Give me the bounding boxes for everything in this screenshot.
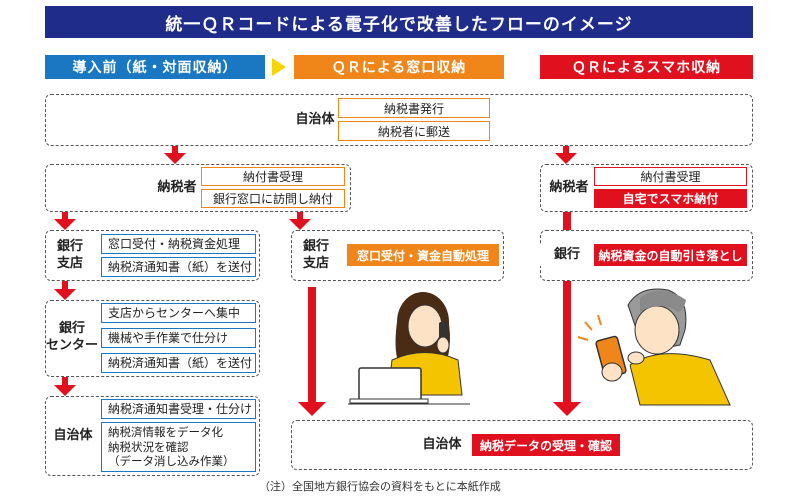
man-smartphone-illustration — [577, 288, 731, 406]
arrow-down-icon — [54, 289, 76, 300]
step-send-paper-notice: 納税済通知書（紙）を送付 — [101, 257, 256, 277]
step-pay-by-smartphone: 自宅でスマホ納付 — [594, 189, 747, 208]
step-receive-confirm-data: 納税データの受理・確認 — [472, 434, 620, 456]
step-issue-tax-form: 納税書発行 — [338, 98, 490, 118]
bank-center-label: 銀行 センター — [45, 321, 98, 353]
header-arrow-icon — [272, 58, 286, 76]
arrow-down-icon — [54, 219, 76, 230]
woman-laptop-illustration — [348, 292, 470, 405]
step-visit-bank-counter: 銀行窓口に訪問し納付 — [201, 189, 345, 208]
municipality-bottom-label: 自治体 — [422, 436, 462, 452]
step-receive-sort-notices: 納税済通知書受理・仕分け — [101, 399, 256, 419]
step-counter-auto-processing: 窓口受付・資金自動処理 — [347, 244, 499, 266]
step-auto-debit: 納税資金の自動引き落とし — [594, 244, 747, 266]
step-send-paper-notice-center: 納税済通知書（紙）を送付 — [101, 353, 256, 373]
step-sort-by-machine: 機械や手作業で仕分け — [101, 328, 256, 348]
arrow-down-icon — [555, 153, 577, 164]
diagram-title: 統一ＱＲコードによる電子化で改善したフローのイメージ — [45, 6, 753, 38]
arrow-stem — [308, 287, 316, 402]
step-centralize: 支店からセンターへ集中 — [101, 303, 256, 323]
arrow-stem — [62, 212, 68, 219]
step-digitize-reconcile: 納税済情報をデータ化 納税状況を確認 （データ消し込み作業） — [101, 422, 256, 472]
arrow-stem — [297, 212, 303, 219]
arrow-stem — [563, 146, 569, 153]
arrow-stem — [62, 281, 68, 289]
taxpayer-right-label: 納税者 — [549, 179, 589, 195]
header-smartphone: ＱＲによるスマホ収納 — [540, 55, 753, 79]
arrow-down-icon — [164, 153, 186, 164]
arrow-down-icon — [553, 402, 581, 416]
step-receive-payment-slip-right: 納付書受理 — [594, 167, 747, 186]
municipality-left-label: 自治体 — [53, 427, 93, 443]
arrow-down-icon — [289, 219, 311, 230]
step-receive-payment-slip: 納付書受理 — [201, 167, 345, 186]
step-counter-reception-funds: 窓口受付・納税資金処理 — [101, 234, 256, 254]
header-before: 導入前（紙・対面収納） — [45, 55, 265, 79]
arrow-stem — [62, 377, 68, 385]
arrow-down-icon — [54, 385, 76, 396]
bank-right-label: 銀行 — [540, 244, 594, 266]
municipality-top-label: 自治体 — [295, 111, 335, 127]
taxpayer-left-label: 納税者 — [157, 179, 197, 195]
step-mail-to-taxpayer: 納税者に郵送 — [338, 121, 490, 141]
arrow-stem — [172, 146, 178, 153]
bank-branch-mid-label: 銀行 支店 — [302, 239, 329, 271]
header-counter: ＱＲによる窓口収納 — [294, 55, 504, 79]
arrow-down-icon — [298, 402, 326, 416]
bank-branch-left-label: 銀行 支店 — [56, 239, 83, 271]
source-note: （注）全国地方銀行協会の資料をもとに本紙作成 — [259, 480, 501, 493]
